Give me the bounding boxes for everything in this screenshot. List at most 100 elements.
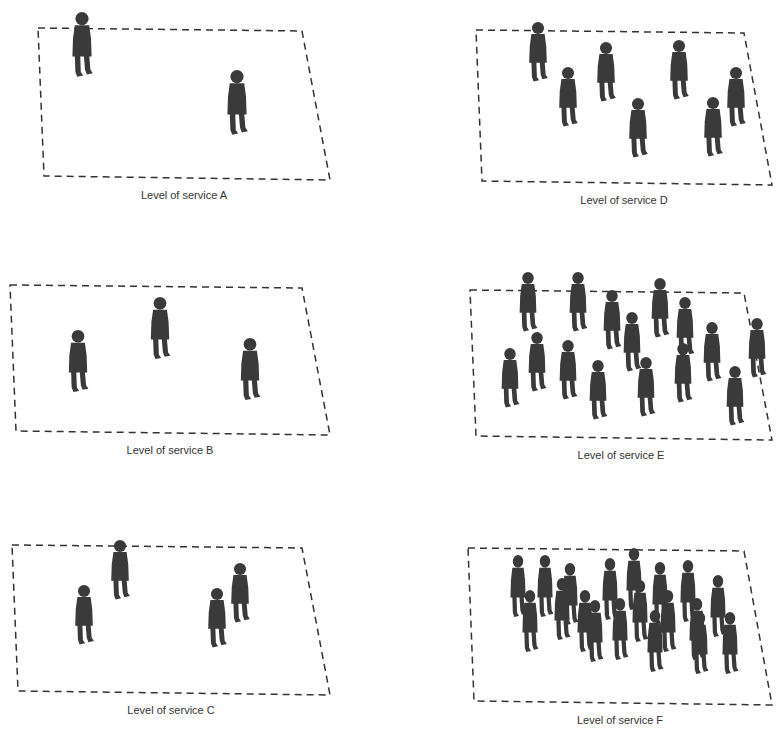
figure-leg [531, 372, 538, 392]
pedestrian-figure [629, 98, 648, 157]
figure-head [75, 12, 88, 25]
figure-leg [669, 631, 676, 649]
area-outline [476, 30, 772, 185]
figure-body [727, 79, 745, 108]
pedestrian-figure [231, 563, 250, 622]
figure-leg [242, 603, 250, 621]
figure-body [72, 25, 91, 56]
figure-leg [614, 330, 622, 348]
pedestrian-figure [632, 580, 648, 642]
pedestrian-figure [704, 322, 722, 381]
pedestrian-figure [727, 366, 745, 425]
figure-body [75, 597, 93, 626]
figure-head [600, 42, 612, 54]
figure-head [562, 340, 573, 352]
figure-head [244, 338, 257, 351]
figure-body [241, 351, 259, 381]
figure-leg [604, 599, 611, 620]
panel-label: Level of service B [127, 444, 214, 456]
figure-body [680, 573, 695, 603]
figure-head [580, 590, 590, 603]
figure-leg [233, 603, 241, 623]
pedestrian-figure [624, 312, 642, 371]
figure-body [208, 600, 226, 629]
figure-leg [715, 137, 723, 155]
figure-body [111, 552, 129, 581]
figure-head [154, 297, 167, 310]
figure-head [626, 312, 637, 324]
figure-head [78, 585, 90, 597]
figure-head [562, 67, 574, 79]
figure-leg [737, 406, 745, 424]
figure-body [722, 625, 737, 655]
figure-head [211, 588, 223, 600]
figure-head [730, 67, 742, 79]
pedestrian-figure [537, 555, 553, 617]
figure-head [683, 560, 693, 573]
figure-body [529, 344, 546, 373]
figure-head [655, 562, 665, 575]
figure-head [635, 580, 645, 593]
pedestrian-figure [529, 332, 547, 391]
figure-head [707, 97, 719, 109]
figure-leg [634, 352, 642, 370]
panel-illustration [470, 290, 772, 440]
figure-leg [596, 641, 603, 659]
figure-head [692, 598, 702, 611]
figure-leg [751, 358, 758, 378]
figure-head [729, 366, 740, 378]
pedestrian-figure [638, 357, 656, 416]
figure-head [615, 598, 625, 611]
pedestrian-figure [660, 590, 676, 652]
figure-leg [546, 596, 553, 614]
panel-illustration [12, 545, 330, 695]
figure-head [663, 590, 673, 603]
service-panel: Level of service A [38, 28, 330, 205]
figure-leg [562, 380, 569, 400]
figure-body [227, 83, 246, 114]
figure-leg [71, 371, 79, 392]
figure-head [695, 612, 705, 625]
figure-leg [252, 379, 261, 397]
figure-leg [738, 107, 746, 125]
figure-leg [682, 601, 689, 622]
figure-body [590, 372, 607, 401]
figure-head [751, 318, 762, 330]
figure-leg [626, 352, 633, 372]
panel-label-box: Level of service C [12, 704, 330, 716]
pedestrian-figure [727, 67, 746, 126]
service-panel: Level of service D [476, 30, 772, 210]
figure-leg [640, 138, 648, 156]
pedestrian-figure [590, 360, 608, 419]
figure-head [606, 290, 617, 302]
figure-leg [80, 371, 89, 389]
figure-leg [563, 619, 570, 637]
panel-illustration [476, 30, 772, 185]
figure-leg [592, 400, 599, 420]
figure-body [69, 343, 87, 373]
figure-leg [580, 312, 588, 330]
figure-leg [714, 362, 722, 380]
figure-leg [153, 338, 161, 359]
pedestrian-figure [72, 12, 92, 77]
figure-body [710, 588, 725, 618]
area-outline [10, 285, 330, 435]
figure-leg [681, 80, 689, 98]
figure-head [629, 548, 639, 561]
figure-leg [641, 621, 648, 639]
pedestrian-figure [69, 330, 89, 392]
figure-leg [706, 362, 713, 382]
figure-body [624, 324, 641, 353]
figure-head [706, 322, 717, 334]
service-panel: Level of service F [468, 548, 772, 729]
figure-leg [589, 641, 596, 662]
figure-body [560, 352, 577, 381]
service-panel: Level of service E [470, 290, 772, 465]
pedestrian-figure [692, 612, 708, 674]
figure-body [652, 290, 669, 319]
figure-body [704, 334, 721, 363]
figure-leg [759, 358, 767, 376]
pedestrian-figure [559, 67, 578, 126]
figure-leg [677, 383, 684, 403]
figure-leg [600, 400, 608, 418]
